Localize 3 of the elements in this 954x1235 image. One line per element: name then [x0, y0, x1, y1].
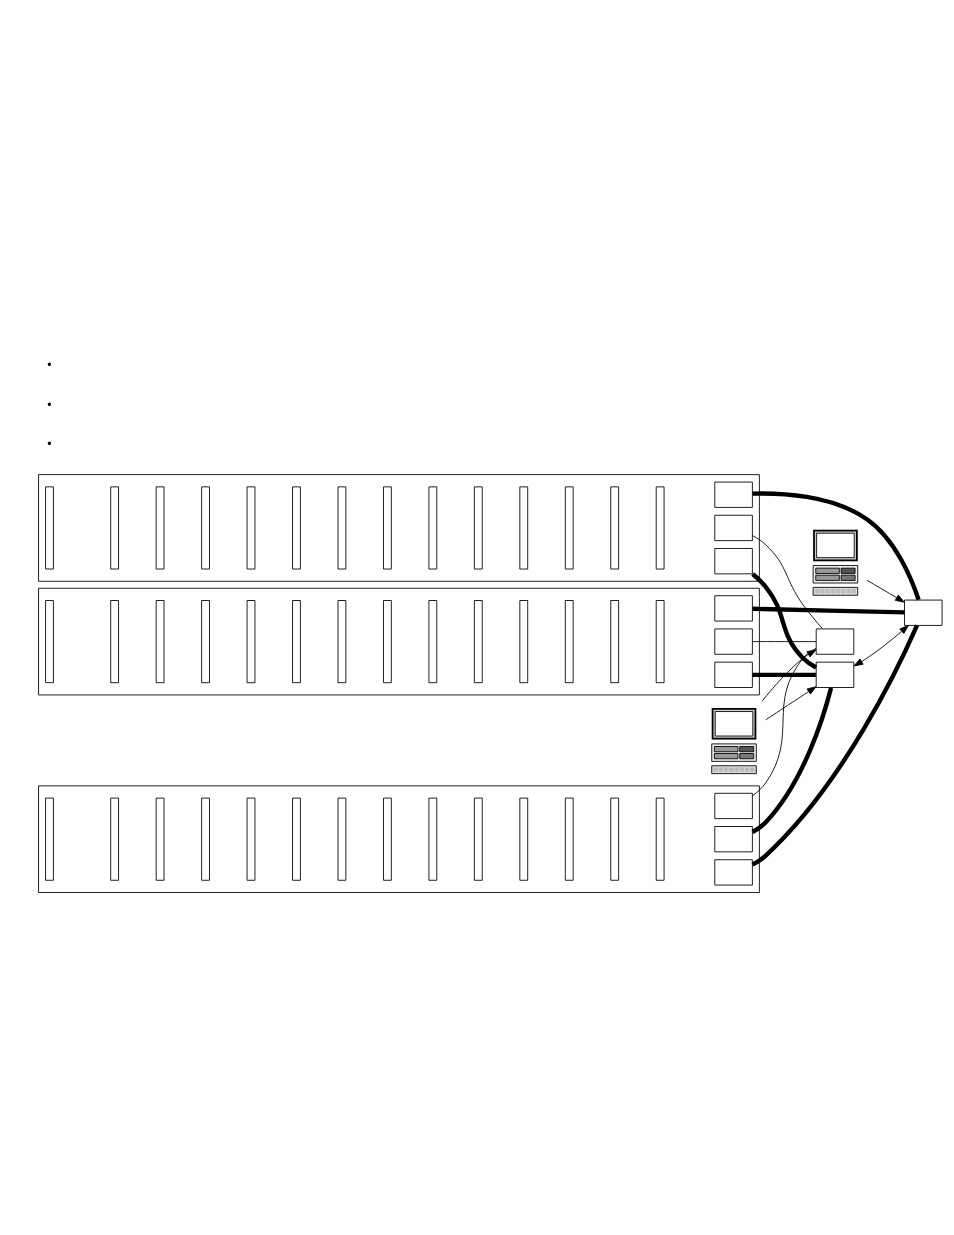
label: •: [47, 397, 52, 412]
label: •: [47, 357, 52, 372]
label: •: [47, 436, 52, 451]
